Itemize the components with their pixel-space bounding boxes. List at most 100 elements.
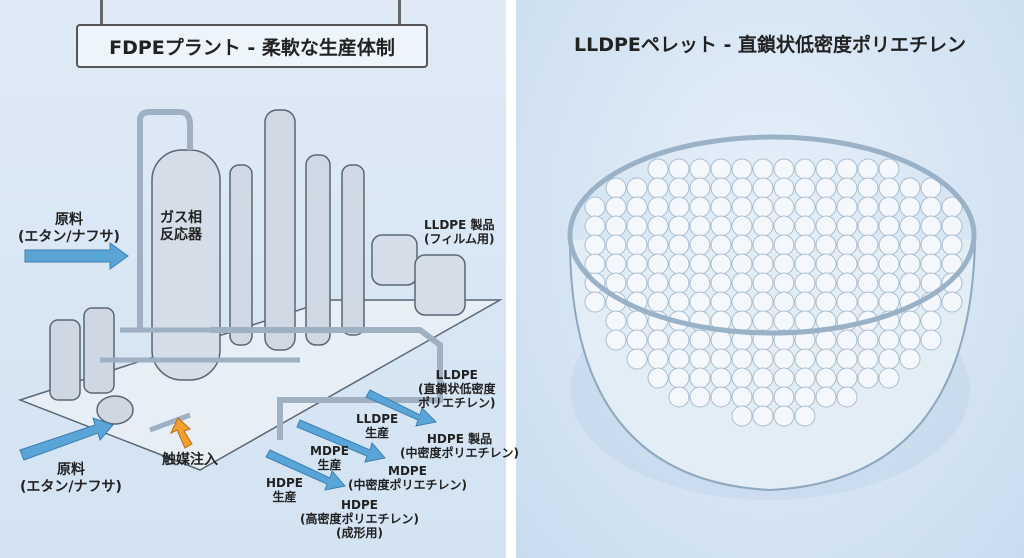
pellet <box>710 348 732 370</box>
pellet <box>794 234 816 256</box>
pellet <box>605 215 627 237</box>
pellet <box>773 253 795 275</box>
pellet <box>899 329 921 351</box>
pellet <box>773 196 795 218</box>
pellet <box>815 367 837 389</box>
pellet <box>647 177 669 199</box>
pellet <box>794 386 816 408</box>
pellet <box>920 196 942 218</box>
pellet <box>605 177 627 199</box>
pellet <box>626 196 648 218</box>
pellet <box>668 253 690 275</box>
pellet <box>794 177 816 199</box>
pellet <box>689 234 711 256</box>
pellet <box>794 367 816 389</box>
pellet <box>710 234 732 256</box>
pellet <box>794 196 816 218</box>
pellet <box>857 367 879 389</box>
pellet <box>815 348 837 370</box>
pellet <box>794 158 816 180</box>
pellet <box>752 405 774 427</box>
feed-arrow-top <box>24 242 129 270</box>
pellet <box>752 291 774 313</box>
pellet <box>752 215 774 237</box>
pellet <box>647 158 669 180</box>
plant-title: FDPEプラント - 柔軟な生産体制 <box>76 24 428 68</box>
platform <box>17 299 503 471</box>
pellet <box>647 291 669 313</box>
pellet <box>689 386 711 408</box>
hdpe-product-label: HDPE 製品(中密度ポリエチレン) <box>400 432 519 460</box>
pellet <box>584 234 606 256</box>
pellet <box>584 215 606 237</box>
pellet <box>794 272 816 294</box>
pellet <box>689 291 711 313</box>
pellet-title: LLDPEペレット - 直鎖状低密度ポリエチレン <box>573 34 966 56</box>
pellet <box>794 215 816 237</box>
pellet <box>878 329 900 351</box>
pellet <box>794 253 816 275</box>
pellet <box>689 253 711 275</box>
column <box>264 109 296 351</box>
pellet <box>710 196 732 218</box>
feed-label-bottom: 原料(エタン/ナフサ) <box>20 462 122 495</box>
pellet <box>815 158 837 180</box>
pellet <box>689 348 711 370</box>
pellet <box>794 310 816 332</box>
pellet <box>668 158 690 180</box>
pellet <box>878 272 900 294</box>
pellet <box>773 158 795 180</box>
pellet <box>731 196 753 218</box>
pellet <box>815 291 837 313</box>
pellet <box>668 234 690 256</box>
pellet <box>731 291 753 313</box>
pellet <box>857 348 879 370</box>
pellet <box>626 253 648 275</box>
pellet <box>857 253 879 275</box>
column <box>229 164 253 346</box>
pellet <box>647 196 669 218</box>
column <box>341 164 365 336</box>
pellet <box>668 177 690 199</box>
pump <box>96 395 134 425</box>
tank <box>83 307 115 394</box>
pellet <box>815 196 837 218</box>
plant-illustration <box>17 109 503 471</box>
pellet <box>710 158 732 180</box>
pellet <box>752 196 774 218</box>
pellet <box>836 386 858 408</box>
pellet <box>689 215 711 237</box>
pellet <box>836 272 858 294</box>
pellet <box>752 177 774 199</box>
pellet <box>668 329 690 351</box>
pellet <box>815 177 837 199</box>
pellet <box>584 253 606 275</box>
flow-arrows <box>19 242 438 491</box>
pellet <box>731 348 753 370</box>
pellet <box>815 215 837 237</box>
pellet <box>647 234 669 256</box>
pellet <box>836 367 858 389</box>
pellet <box>815 386 837 408</box>
pellet <box>920 310 942 332</box>
sign-hanger <box>100 0 103 24</box>
pellet <box>731 177 753 199</box>
mdpe-arrow <box>296 419 386 463</box>
feed-label-top: 原料(エタン/ナフサ) <box>18 212 120 245</box>
pellet <box>815 234 837 256</box>
storage-tank <box>414 254 466 316</box>
pellet <box>626 215 648 237</box>
tank <box>49 319 81 401</box>
pellet <box>710 367 732 389</box>
pellet <box>731 253 753 275</box>
feed-arrow-bottom <box>19 417 114 461</box>
pellet <box>836 158 858 180</box>
pellet <box>794 291 816 313</box>
pellet <box>899 196 921 218</box>
pellet <box>668 215 690 237</box>
pellet <box>878 253 900 275</box>
pellet <box>836 253 858 275</box>
pellet <box>752 272 774 294</box>
